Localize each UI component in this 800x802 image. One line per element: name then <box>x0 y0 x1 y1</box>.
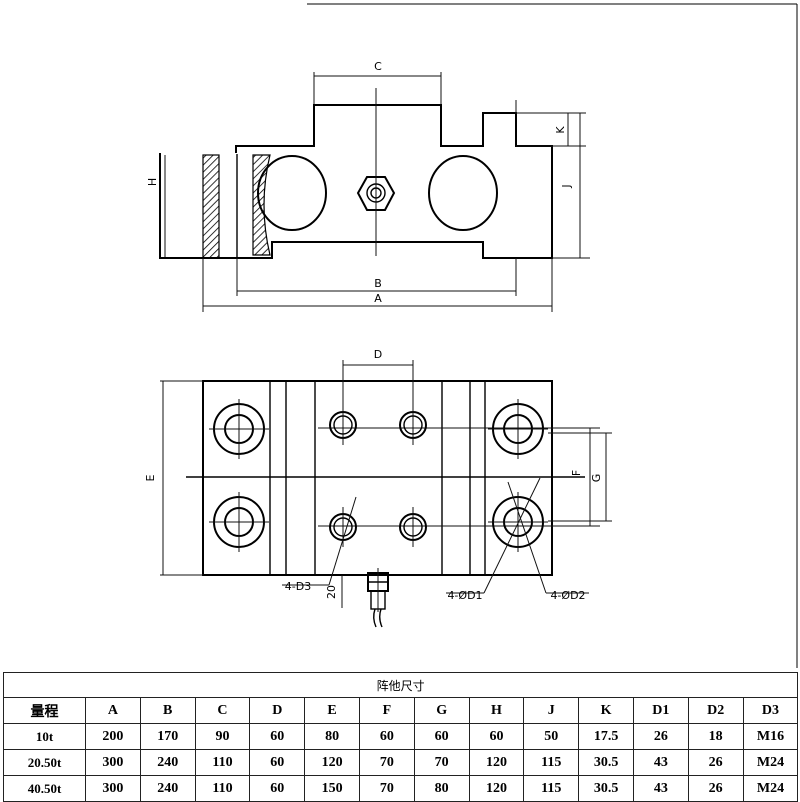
table-cell: 26 <box>687 775 744 802</box>
table-row: 20.50t 300 240 110 60 120 70 70 120 115 … <box>3 749 799 776</box>
dim-label-a: A <box>374 292 382 305</box>
header-cell: F <box>358 697 415 724</box>
dim-label-h: H <box>146 178 159 186</box>
table-cell: 26 <box>687 749 744 776</box>
table-cell: 240 <box>139 749 196 776</box>
side-view-outline <box>159 104 553 259</box>
header-cell: E <box>304 697 360 724</box>
table-cell: 60 <box>358 723 415 750</box>
dim-label-c: C <box>374 60 382 73</box>
table-cell: 70 <box>358 749 415 776</box>
table-cell: M24 <box>742 749 799 776</box>
table-cell: 70 <box>413 749 470 776</box>
callout-4-d1: 4-ØD1 <box>447 589 482 602</box>
table-cell: 60 <box>249 775 306 802</box>
table-cell: 120 <box>468 775 525 802</box>
table-cell: 30.5 <box>578 775 634 802</box>
dim-label-g: G <box>590 474 603 483</box>
table-cell: M24 <box>742 775 799 802</box>
table-cell: 17.5 <box>578 723 634 750</box>
header-cell: J <box>523 697 580 724</box>
mount-hole-right-bottom <box>488 492 548 552</box>
hatched-section-right <box>252 154 271 256</box>
dim-label-cable: 20 <box>325 585 338 599</box>
header-cell: B <box>139 697 196 724</box>
header-cell: C <box>194 697 251 724</box>
spec-table: 阵他尺寸 量程 A B C D E F G H J K D1 D2 D3 10t… <box>2 672 799 802</box>
header-cell: G <box>413 697 470 724</box>
table-cell: 60 <box>249 749 306 776</box>
table-cell: M16 <box>742 723 799 750</box>
table-cell: 120 <box>304 749 360 776</box>
dim-label-j: J <box>560 184 573 188</box>
table-cell: 80 <box>304 723 360 750</box>
dim-label-k: K <box>554 126 567 134</box>
mount-hole-left-bottom <box>209 492 269 552</box>
callout-4-d3: 4-D3 <box>285 580 311 593</box>
center-hole-bottom-right <box>399 507 427 547</box>
table-row: 40.50t 300 240 110 60 150 70 80 120 115 … <box>3 775 799 802</box>
dim-label-d: D <box>374 348 382 361</box>
header-cell: D3 <box>742 697 799 724</box>
table-cell: 20.50t <box>3 749 86 776</box>
header-cell: K <box>578 697 634 724</box>
table-cell: 43 <box>632 775 689 802</box>
table-cell: 110 <box>194 749 251 776</box>
mount-hole-left-top <box>209 399 269 459</box>
table-caption: 阵他尺寸 <box>2 672 799 698</box>
table-cell: 150 <box>304 775 360 802</box>
center-nut <box>356 176 396 211</box>
table-cell: 26 <box>632 723 689 750</box>
header-cell: H <box>468 697 525 724</box>
table-row: 10t 200 170 90 60 80 60 60 60 50 17.5 26… <box>3 723 799 750</box>
header-cell: D <box>249 697 306 724</box>
table-cell: 70 <box>358 775 415 802</box>
table-cell: 30.5 <box>578 749 634 776</box>
table-cell: 60 <box>249 723 306 750</box>
header-cell: D2 <box>687 697 744 724</box>
table-cell: 300 <box>85 749 141 776</box>
table-cell: 300 <box>85 775 141 802</box>
table-cell: 90 <box>194 723 251 750</box>
dim-label-e: E <box>144 474 157 481</box>
cable-gland <box>367 568 389 628</box>
mount-hole-right-top <box>488 399 548 459</box>
dim-label-f: F <box>570 470 583 476</box>
hatched-section-left <box>202 154 220 259</box>
table-cell: 115 <box>523 749 580 776</box>
side-view: C K J H B A <box>146 60 590 312</box>
table-cell: 170 <box>139 723 196 750</box>
header-cell: 量程 <box>3 697 86 724</box>
table-cell: 40.50t <box>3 775 86 802</box>
table-cell: 110 <box>194 775 251 802</box>
side-bore-left <box>257 155 327 231</box>
table-cell: 240 <box>139 775 196 802</box>
plan-view: D E F G 4-D3 4-ØD1 4-ØD2 <box>144 348 612 628</box>
table-cell: 60 <box>468 723 525 750</box>
dim-label-b: B <box>374 277 382 290</box>
table-header-row: 量程 A B C D E F G H J K D1 D2 D3 <box>3 697 799 724</box>
table-cell: 18 <box>687 723 744 750</box>
header-cell: A <box>85 697 141 724</box>
table-cell: 10t <box>3 723 86 750</box>
side-bore-right <box>428 155 498 231</box>
table-cell: 50 <box>523 723 580 750</box>
callout-4-d2: 4-ØD2 <box>550 589 585 602</box>
header-cell: D1 <box>632 697 689 724</box>
table-caption-row: 阵他尺寸 <box>2 672 799 698</box>
table-cell: 80 <box>413 775 470 802</box>
table-cell: 60 <box>413 723 470 750</box>
table-cell: 200 <box>85 723 141 750</box>
table-cell: 120 <box>468 749 525 776</box>
table-cell: 43 <box>632 749 689 776</box>
table-cell: 115 <box>523 775 580 802</box>
